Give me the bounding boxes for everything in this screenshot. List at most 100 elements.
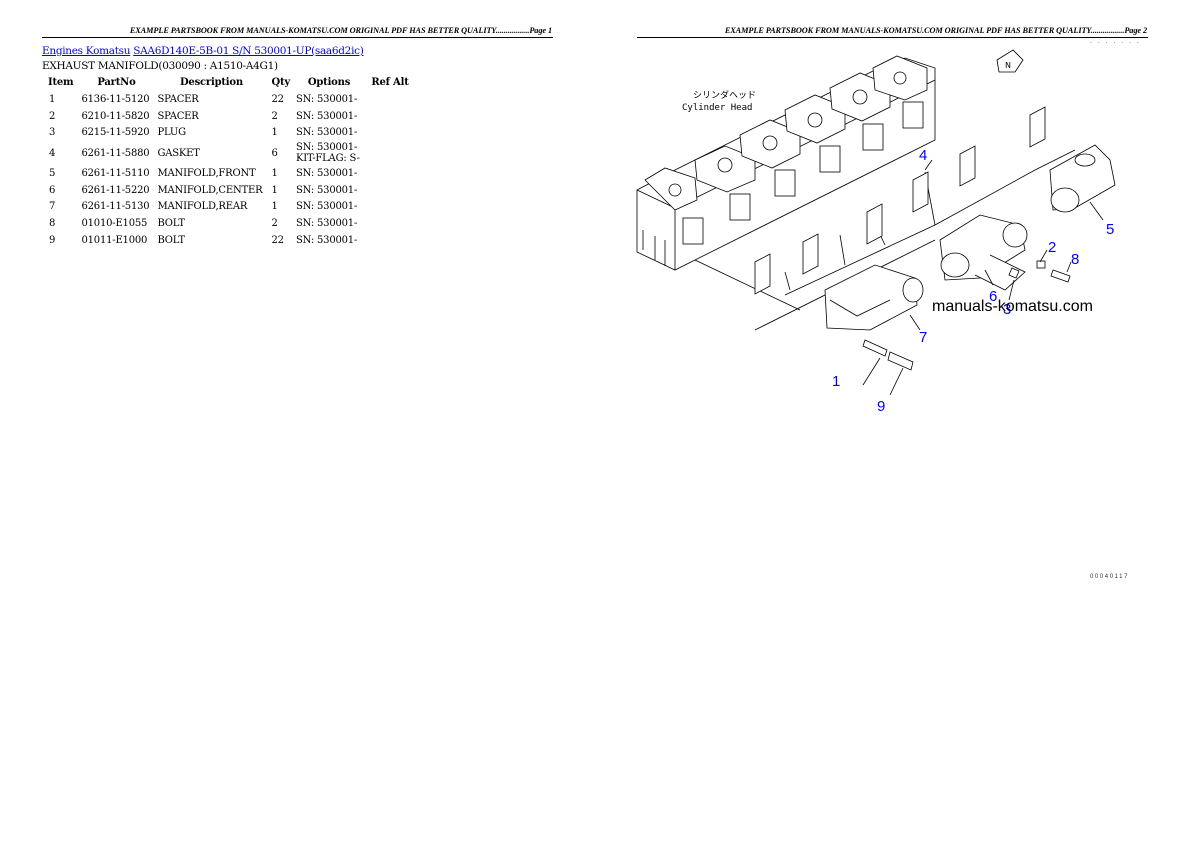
cell-description: MANIFOLD,REAR [157,201,248,213]
callout-5[interactable]: 5 [1106,221,1115,238]
cell-ref-alt [364,124,416,141]
column-header-partno: PartNo [97,77,136,88]
page-2: EXAMPLE PARTSBOOK FROM MANUALS-KOMATSU.C… [595,0,1190,842]
front-direction-marker-icon: N [996,49,1024,73]
cell-description: SPACER [157,93,199,105]
cell-description: PLUG [157,127,186,139]
gasket-illustration [754,106,1046,295]
parts-table: Item PartNo Description Qty Options Ref … [44,76,416,249]
cell-ref-alt [364,91,416,108]
svg-text:N: N [1005,61,1011,70]
breadcrumb: Engines Komatsu SAA6D140E-5B-01 S/N 5300… [42,45,364,57]
table-row: 3 6215-11-5920 PLUG 1 SN: 530001- [44,124,416,141]
cell-item: 1 [49,93,56,105]
cylinder-head-illustration [636,55,936,271]
cell-qty: 2 [271,110,278,122]
callout-2[interactable]: 2 [1048,239,1057,256]
cell-item: 4 [49,147,56,159]
column-header-description: Description [179,77,243,88]
exploded-parts-diagram: シリンダヘッド Cylinder Head N [635,40,1155,420]
table-row: 4 6261-11-5880 GASKET 6 SN: 530001- KIT-… [44,141,416,165]
section-title: EXHAUST MANIFOLD(030090 : A1510-A4G1) [42,60,278,72]
cell-partno: 6261-11-5880 [81,147,150,159]
fastener-illustrations [862,260,1071,371]
cell-qty: 1 [271,184,278,196]
cell-options: SN: 530001- [296,127,358,139]
cell-item: 5 [49,167,56,179]
cell-description: BOLT [157,217,185,229]
corner-marks: · · · · · · · [1090,40,1141,47]
cell-item: 8 [49,217,56,229]
callout-7[interactable]: 7 [919,329,928,346]
cell-partno: 6261-11-5110 [81,167,150,179]
watermark: manuals-komatsu.com [932,298,1093,315]
spacer-illustration [862,339,888,357]
cell-item: 7 [49,201,56,213]
label-japanese: シリンダヘッド [693,89,756,101]
cell-qty: 1 [271,201,278,213]
table-header-row: Item PartNo Description Qty Options Ref … [44,76,416,91]
table-row: 6 6261-11-5220 MANIFOLD,CENTER 1 SN: 530… [44,182,416,199]
cell-ref-alt [364,141,416,165]
column-header-qty: Qty [271,77,290,88]
callout-8[interactable]: 8 [1071,251,1080,268]
bolt-illustration [887,351,914,371]
cell-partno: 6215-11-5920 [81,127,150,139]
cell-item: 2 [49,110,56,122]
callout-3[interactable]: 3 [1003,301,1012,318]
cell-description: MANIFOLD,CENTER [157,184,263,196]
cell-description: MANIFOLD,FRONT [157,167,256,179]
cell-options: SN: 530001- KIT-FLAG: S- [294,141,364,165]
cell-options: SN: 530001- [296,201,358,213]
cell-ref-alt [364,215,416,232]
column-header-ref-alt: Ref Alt [371,77,409,88]
table-row: 7 6261-11-5130 MANIFOLD,REAR 1 SN: 53000… [44,198,416,215]
plug-illustration [1008,267,1020,279]
spacer-small-illustration [1036,260,1046,269]
table-row: 2 6210-11-5820 SPACER 2 SN: 530001- [44,108,416,125]
exhaust-manifold-drawing: シリンダヘッド Cylinder Head N [636,49,1116,396]
cell-description: SPACER [157,110,199,122]
cell-qty: 22 [271,93,284,105]
cell-item: 9 [49,234,56,246]
manifold-rear-illustration [824,264,924,331]
cell-qty: 2 [271,217,278,229]
cell-qty: 22 [271,234,284,246]
cell-partno: 6210-11-5820 [81,110,150,122]
callout-6[interactable]: 6 [989,288,998,305]
page-header: EXAMPLE PARTSBOOK FROM MANUALS-KOMATSU.C… [129,26,552,35]
page-1: EXAMPLE PARTSBOOK FROM MANUALS-KOMATSU.C… [42,26,553,249]
page-header: EXAMPLE PARTSBOOK FROM MANUALS-KOMATSU.C… [724,26,1147,35]
cell-options: SN: 530001- [296,93,358,105]
manifold-front-illustration [1049,144,1116,213]
cell-options: SN: 530001- [296,234,358,246]
cell-ref-alt [364,198,416,215]
cell-qty: 6 [271,147,278,159]
table-row: 8 01010-E1055 BOLT 2 SN: 530001- [44,215,416,232]
option-kit-flag: KIT-FLAG: S- [296,153,360,165]
cell-ref-alt [364,108,416,125]
cell-ref-alt [364,165,416,182]
cell-qty: 1 [271,167,278,179]
cell-item: 3 [49,127,56,139]
option-serial: SN: 530001- [296,142,358,154]
cell-partno: 6261-11-5130 [81,201,150,213]
callout-1[interactable]: 1 [832,373,841,390]
table-row: 5 6261-11-5110 MANIFOLD,FRONT 1 SN: 5300… [44,165,416,182]
drawing-code: 00040117 [1090,574,1130,580]
cell-ref-alt [364,182,416,199]
cell-options: SN: 530001- [296,167,358,179]
callout-9[interactable]: 9 [877,398,886,415]
cell-options: SN: 530001- [296,217,358,229]
table-row: 1 6136-11-5120 SPACER 22 SN: 530001- [44,91,416,108]
cell-partno: 6261-11-5220 [81,184,150,196]
breadcrumb-link-model[interactable]: SAA6D140E-5B-01 S/N 530001-UP(saa6d2ic) [133,45,364,57]
table-row: 9 01011-E1000 BOLT 22 SN: 530001- [44,232,416,249]
column-header-item: Item [48,77,74,88]
cell-description: GASKET [157,147,200,159]
breadcrumb-link-engines-komatsu[interactable]: Engines Komatsu [42,45,131,57]
cell-item: 6 [49,184,56,196]
label-cylinder-head: Cylinder Head [682,103,752,113]
callout-4[interactable]: 4 [919,147,928,164]
header-divider [637,37,1148,38]
